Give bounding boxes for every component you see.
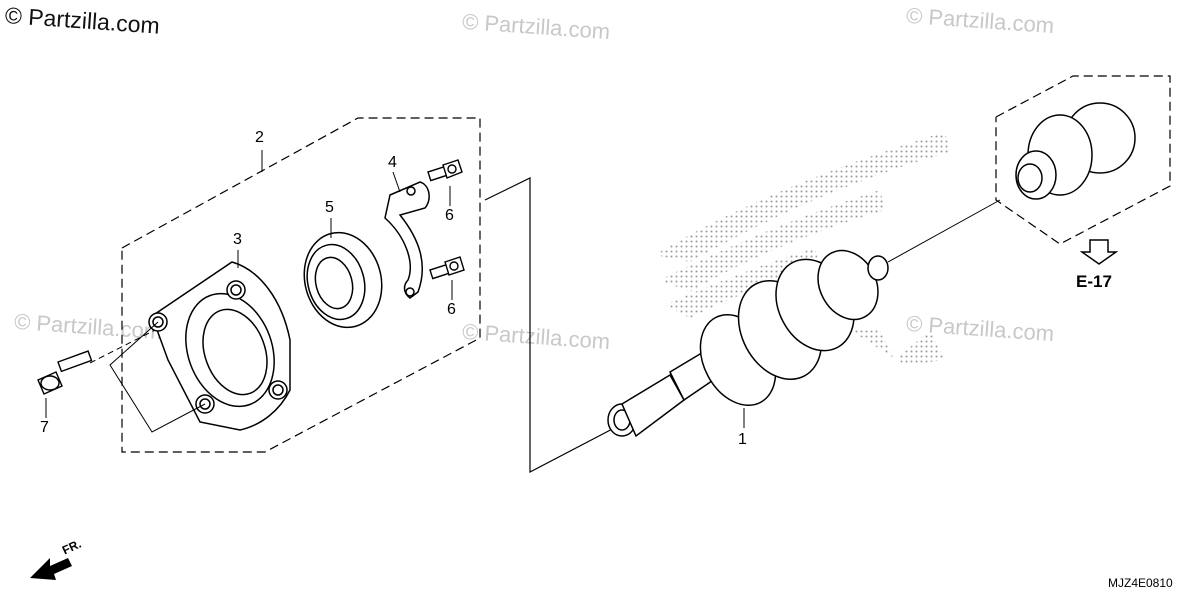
callout-part-3: 3: [233, 231, 242, 248]
reference-arrow-icon: [1079, 239, 1119, 265]
callout-part-6b: 6: [447, 301, 456, 318]
callout-part-6a: 6: [445, 207, 454, 224]
countershaft: [607, 249, 889, 438]
diagram-code: MJZ4E0810: [1108, 576, 1173, 590]
assembly-box-part-2: [121, 117, 481, 453]
front-direction-arrow-icon: [30, 558, 72, 580]
ball-bearing: [303, 231, 383, 329]
stopper-plate: [384, 181, 430, 299]
bearing-holder: [148, 261, 291, 431]
bolt-lower: [429, 256, 465, 280]
callout-part-7: 7: [40, 419, 49, 436]
callout-part-1: 1: [738, 431, 747, 448]
leader-bolt-holes: [109, 321, 206, 433]
callout-part-4: 4: [388, 154, 397, 171]
honda-logo-watermark: [655, 132, 950, 365]
leader-part-4: [392, 171, 401, 193]
leader-bolt-insertion: [89, 329, 156, 364]
leader-shaft-to-gear: [887, 199, 1001, 263]
assembly-box-e17: [995, 75, 1171, 245]
reference-label: E-17: [1076, 272, 1112, 291]
callout-part-5: 5: [325, 199, 334, 216]
gear-e17: [1015, 102, 1136, 200]
callout-part-2: 2: [255, 129, 264, 146]
leader-box-to-shaft: [484, 177, 621, 473]
bolt-upper: [427, 159, 463, 182]
flange-bolt: [37, 350, 93, 395]
